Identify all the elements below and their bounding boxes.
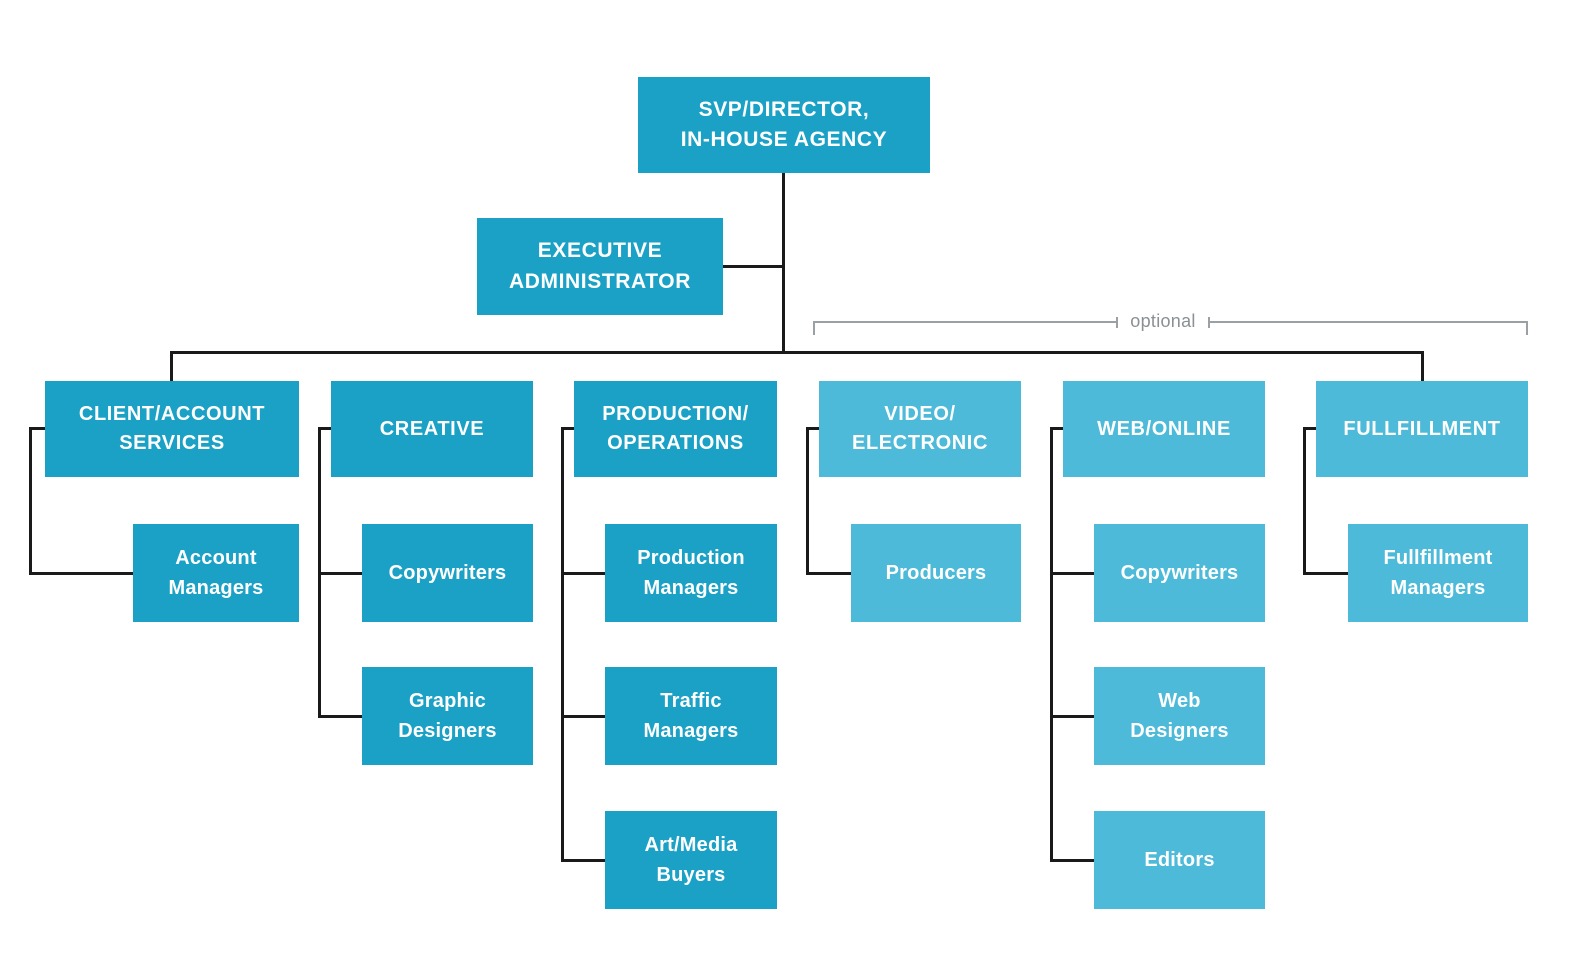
connector-main-rail <box>170 351 1424 354</box>
optional-bracket-left-end-tick <box>813 321 815 335</box>
connector-creative-elbow <box>318 427 331 430</box>
role-node-production-operations-traffic-managers: Traffic Managers <box>605 667 777 765</box>
connector-creative-branch-copywriters <box>318 572 362 575</box>
connector-web-online-branch-web-designers <box>1050 715 1094 718</box>
role-node-web-online-copywriters: Copywriters <box>1094 524 1265 622</box>
node-executive-administrator: EXECUTIVE ADMINISTRATOR <box>477 218 723 315</box>
dept-node-video-electronic: VIDEO/ ELECTRONIC <box>819 381 1021 477</box>
connector-video-electronic-elbow <box>806 427 819 430</box>
role-node-production-operations-art-media-buyers: Art/Media Buyers <box>605 811 777 909</box>
dept-node-client-account-services: CLIENT/ACCOUNT SERVICES <box>45 381 299 477</box>
connector-creative-branch-graphic-designers <box>318 715 362 718</box>
optional-bracket-right-end-tick <box>1526 321 1528 335</box>
connector-production-operations-branch-production-managers <box>561 572 605 575</box>
role-node-production-operations-production-managers: Production Managers <box>605 524 777 622</box>
connector-web-online-elbow <box>1050 427 1063 430</box>
connector-web-online-branch-copywriters <box>1050 572 1094 575</box>
connector-fullfillment-elbow <box>1303 427 1316 430</box>
role-node-fullfillment-fullfillment-managers: Fullfillment Managers <box>1348 524 1528 622</box>
connector-rail-drop-left <box>170 351 173 382</box>
connector-video-electronic-branch-producers <box>806 572 851 575</box>
connector-client-account-services-elbow <box>29 427 45 430</box>
node-svp-director-in-house-agency: SVP/DIRECTOR, IN-HOUSE AGENCY <box>638 77 930 173</box>
dept-node-fullfillment: FULLFILLMENT <box>1316 381 1528 477</box>
connector-client-account-services-branch-account-managers <box>29 572 133 575</box>
role-node-client-account-services-account-managers: Account Managers <box>133 524 299 622</box>
connector-rail-drop-right <box>1421 351 1424 382</box>
connector-production-operations-branch-art-media-buyers <box>561 859 605 862</box>
dept-node-production-operations: PRODUCTION/ OPERATIONS <box>574 381 777 477</box>
connector-fullfillment-branch-fullfillment-managers <box>1303 572 1348 575</box>
role-node-web-online-editors: Editors <box>1094 811 1265 909</box>
role-node-creative-graphic-designers: Graphic Designers <box>362 667 533 765</box>
role-node-web-online-web-designers: Web Designers <box>1094 667 1265 765</box>
role-node-video-electronic-producers: Producers <box>851 524 1021 622</box>
optional-bracket-left-line <box>813 321 1118 323</box>
optional-bracket-inner-tick-right <box>1208 317 1210 328</box>
optional-label: optional <box>1130 311 1196 331</box>
dept-node-web-online: WEB/ONLINE <box>1063 381 1265 477</box>
connector-production-operations-elbow <box>561 427 574 430</box>
connector-production-operations-branch-traffic-managers <box>561 715 605 718</box>
connector-exec-administrator <box>723 265 783 268</box>
role-node-creative-copywriters: Copywriters <box>362 524 533 622</box>
connector-client-account-services-trunk <box>29 427 32 574</box>
connector-web-online-branch-editors <box>1050 859 1094 862</box>
connector-root-trunk <box>782 173 785 354</box>
optional-bracket-right-line <box>1208 321 1528 323</box>
dept-node-creative: CREATIVE <box>331 381 533 477</box>
connector-production-operations-trunk <box>561 427 564 861</box>
connector-web-online-trunk <box>1050 427 1053 861</box>
connector-video-electronic-trunk <box>806 427 809 574</box>
optional-bracket-inner-tick-left <box>1116 317 1118 328</box>
connector-fullfillment-trunk <box>1303 427 1306 574</box>
